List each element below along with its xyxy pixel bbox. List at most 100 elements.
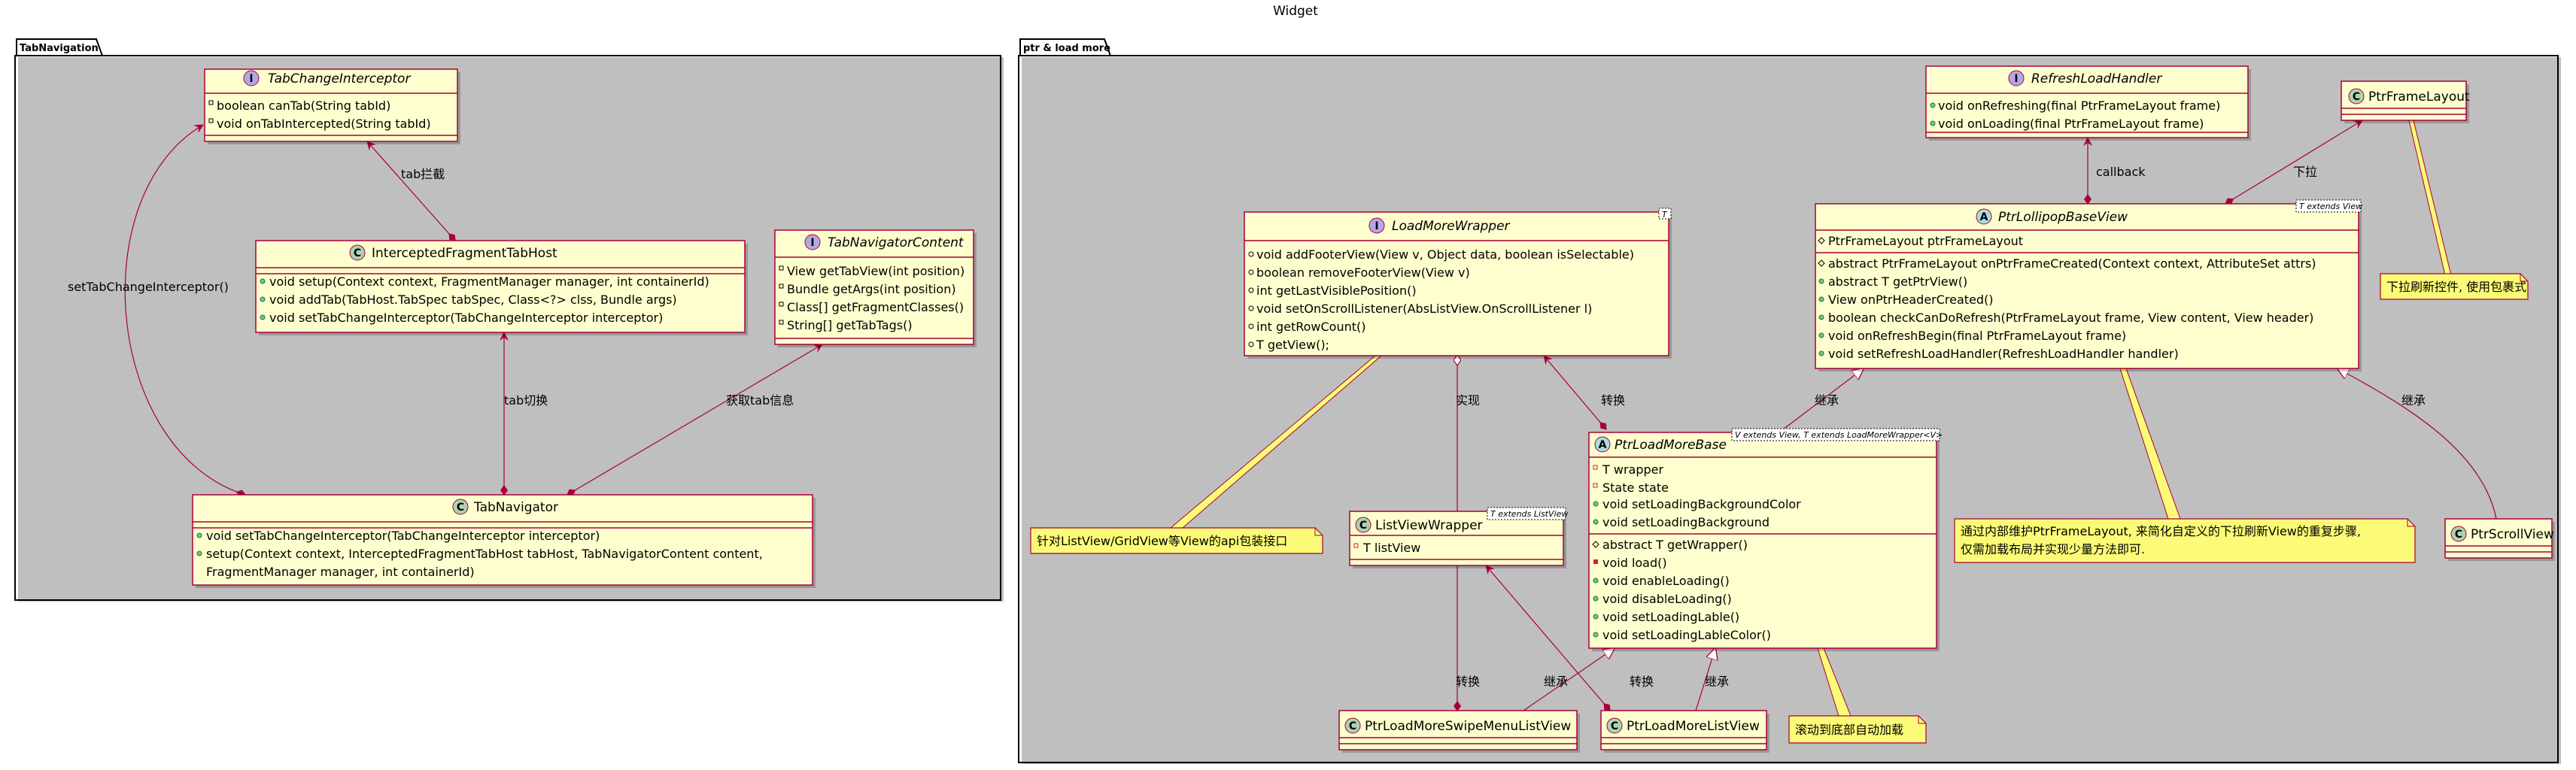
member: View getTabView(int position)	[787, 264, 964, 278]
edge-convert-listview	[1485, 565, 1611, 711]
badge-letter: I	[810, 237, 814, 249]
generic-param: V extends View, T extends LoadMoreWrappe…	[1735, 430, 1943, 440]
edge-set-tab-change-interceptor	[124, 124, 246, 497]
edge-label: 继承	[1705, 675, 1729, 689]
diagram-title: Widget	[1273, 4, 1318, 19]
class-ptr-lollipop-base-view[interactable]: T extends View A PtrLollipopBaseView Ptr…	[1815, 199, 2362, 371]
member: String[] getTabTags()	[787, 318, 913, 332]
class-ptr-load-more-base[interactable]: V extends View, T extends LoadMoreWrappe…	[1588, 428, 1943, 651]
badge-letter: C	[1611, 720, 1618, 732]
note-ptr-load-more-base: 滚动到底部自动加载	[1788, 715, 1927, 744]
class-tab-navigator-content[interactable]: I TabNavigatorContent View getTabView(in…	[774, 229, 977, 347]
member: abstract PtrFrameLayout onPtrFrameCreate…	[1828, 256, 2316, 271]
edge-label: 转换	[1630, 675, 1654, 689]
member: void enableLoading()	[1602, 574, 1730, 588]
field: void setLoadingBackground	[1602, 515, 1769, 529]
member: void setup(Context context, FragmentMana…	[269, 274, 709, 289]
edge-label: 转换	[1601, 393, 1625, 408]
class-name: RefreshLoadHandler	[2031, 71, 2162, 86]
edge-label: 继承	[1544, 675, 1568, 689]
interface-badge-icon	[243, 70, 260, 86]
edge-label: 转换	[1456, 675, 1480, 689]
member: Class[] getFragmentClasses()	[787, 300, 964, 314]
class-badge-icon	[1355, 517, 1372, 533]
member: void onRefreshBegin(final PtrFrameLayout…	[1828, 329, 2126, 343]
generic-param: T extends View	[2299, 202, 2362, 211]
class-ptr-scroll-view[interactable]: C PtrScrollView	[2444, 518, 2555, 561]
member: void setTabChangeInterceptor(TabChangeIn…	[206, 529, 600, 543]
member: abstract T getWrapper()	[1602, 538, 1748, 552]
generic-param: T extends ListView	[1490, 509, 1568, 519]
field: State state	[1602, 480, 1669, 495]
class-ptr-load-more-swipe-menu-list-view[interactable]: C PtrLoadMoreSwipeMenuListView	[1338, 710, 1580, 753]
note-text: 仅需加载布局并实现少量方法即可.	[1961, 542, 2145, 556]
edge-inherit-scrollview	[2338, 368, 2497, 520]
member: boolean checkCanDoRefresh(PtrFrameLayout…	[1828, 311, 2313, 325]
member: void onTabIntercepted(String tabId)	[217, 117, 431, 131]
badge-letter: C	[354, 247, 361, 259]
badge-letter: C	[2455, 529, 2462, 541]
class-tab-navigator[interactable]: C TabNavigator void setTabChangeIntercep…	[192, 494, 816, 588]
member: void disableLoading()	[1602, 592, 1732, 606]
class-refresh-load-handler[interactable]: I RefreshLoadHandler void onRefreshing(f…	[1925, 65, 2251, 141]
badge-letter: C	[457, 502, 464, 514]
note-ptr-frame-layout: 下拉刷新控件, 使用包裹式	[2380, 273, 2529, 300]
edge-label: 获取tab信息	[726, 393, 794, 408]
class-name: PtrLoadMoreBase	[1615, 438, 1727, 453]
generic-param: T	[1662, 210, 1668, 220]
note-text: 滚动到底部自动加载	[1795, 723, 1903, 737]
class-load-more-wrapper[interactable]: T I LoadMoreWrapper void addFooterView(V…	[1244, 208, 1672, 359]
package-ptr-load-more: ptr & load more	[1018, 38, 2561, 764]
class-name: PtrScrollView	[2471, 527, 2554, 542]
class-name: InterceptedFragmentTabHost	[372, 246, 557, 261]
edge-label: tab切换	[504, 393, 548, 408]
badge-letter: I	[1375, 220, 1378, 232]
member: Bundle getArgs(int position)	[787, 282, 956, 296]
edge-tab-intercept	[366, 141, 456, 241]
field: T wrapper	[1602, 462, 1663, 477]
member: int getRowCount()	[1256, 320, 1366, 334]
note-load-more-wrapper: 针对ListView/GridView等View的api包装接口	[1030, 527, 1323, 554]
edge-pull-down	[2225, 120, 2363, 205]
edge-label: callback	[2096, 165, 2146, 179]
class-badge-icon	[1344, 717, 1361, 734]
edge-label: 实现	[1456, 393, 1480, 408]
class-tab-change-interceptor[interactable]: I TabChangeInterceptor boolean canTab(St…	[204, 68, 460, 144]
class-list-view-wrapper[interactable]: T extends ListView C ListViewWrapper T l…	[1349, 507, 1568, 568]
member: boolean canTab(String tabId)	[217, 99, 390, 113]
badge-letter: C	[2353, 91, 2360, 103]
badge-letter: I	[249, 73, 253, 85]
edge-label: tab拦截	[401, 167, 445, 181]
edge-label: 继承	[2401, 393, 2426, 408]
class-ptr-load-more-list-view[interactable]: C PtrLoadMoreListView	[1600, 710, 1769, 753]
class-ptr-frame-layout[interactable]: C PtrFrameLayout	[2341, 80, 2470, 123]
package-label: TabNavigation	[20, 43, 99, 54]
class-badge-icon	[1606, 717, 1623, 734]
note-text: 针对ListView/GridView等View的api包装接口	[1037, 534, 1287, 548]
edge-label: 继承	[1815, 393, 1839, 408]
member: void setRefreshLoadHandler(RefreshLoadHa…	[1828, 347, 2179, 361]
badge-letter: I	[2014, 73, 2018, 85]
field: void setLoadingBackgroundColor	[1602, 497, 1801, 511]
edges: tab拦截 setTabChangeInterceptor() tab切换 获取…	[68, 120, 2497, 717]
member: void load()	[1602, 556, 1667, 570]
package-label: ptr & load more	[1023, 43, 1110, 54]
class-name: LoadMoreWrapper	[1392, 219, 1511, 234]
member: void setLoadingLable()	[1602, 610, 1739, 624]
field: T listView	[1362, 541, 1420, 555]
edge-label: 下拉	[2293, 165, 2317, 179]
member: int getLastVisiblePosition()	[1256, 283, 1417, 298]
field: PtrFrameLayout ptrFrameLayout	[1828, 234, 2023, 248]
note-text: 通过内部维护PtrFrameLayout, 来简化自定义的下拉刷新View的重复…	[1961, 524, 2361, 538]
member: T getView();	[1256, 338, 1329, 352]
member: void onLoading(final PtrFrameLayout fram…	[1938, 117, 2204, 131]
class-badge-icon	[2450, 526, 2467, 542]
note-text: 下拉刷新控件, 使用包裹式	[2386, 280, 2526, 294]
class-intercepted-fragment-tab-host[interactable]: C InterceptedFragmentTabHost void setup(…	[255, 240, 748, 335]
class-name: PtrLoadMoreSwipeMenuListView	[1365, 719, 1571, 734]
member: void addTab(TabHost.TabSpec tabSpec, Cla…	[269, 293, 677, 307]
member: setup(Context context, InterceptedFragme…	[206, 547, 763, 561]
member: void onRefreshing(final PtrFrameLayout f…	[1938, 99, 2220, 113]
class-badge-icon	[452, 499, 469, 515]
